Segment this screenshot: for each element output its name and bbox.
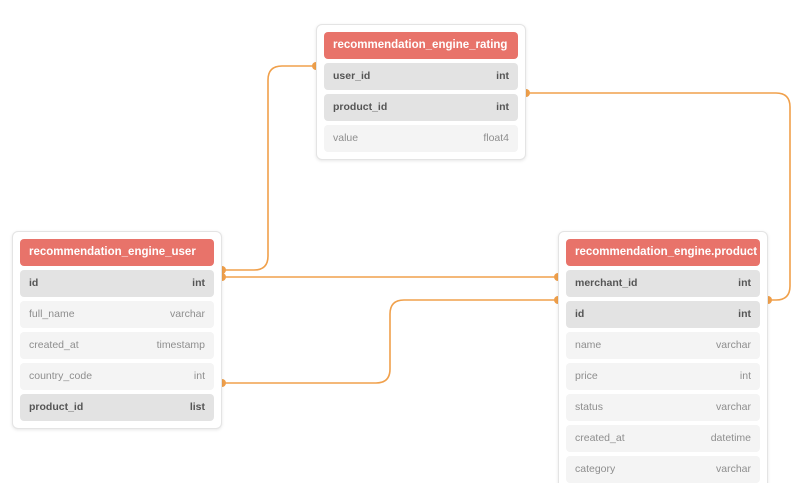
relationship-edge-user-id-to-rating-user-id — [221, 65, 317, 271]
column-type: int — [738, 308, 751, 320]
column-row[interactable]: merchant_id int — [566, 270, 760, 297]
column-name: value — [333, 132, 359, 144]
column-row[interactable]: product_id list — [20, 394, 214, 421]
column-type: timestamp — [156, 339, 205, 351]
column-row[interactable]: created_at timestamp — [20, 332, 214, 359]
column-row[interactable]: user_id int — [324, 63, 518, 90]
column-type: int — [496, 70, 509, 82]
column-type: int — [193, 370, 205, 382]
column-row[interactable]: status varchar — [566, 394, 760, 421]
column-type: varchar — [715, 401, 751, 413]
column-row[interactable]: created_at datetime — [566, 425, 760, 452]
column-name: created_at — [29, 339, 79, 351]
table-node-product[interactable]: recommendation_engine.product merchant_id… — [558, 231, 768, 483]
column-type: int — [739, 370, 751, 382]
column-row[interactable]: value float4 — [324, 125, 518, 152]
column-name: status — [575, 401, 604, 413]
column-row[interactable]: full_name varchar — [20, 301, 214, 328]
column-type: int — [192, 277, 205, 289]
column-name: product_id — [29, 401, 84, 413]
column-name: country_code — [29, 370, 93, 382]
column-row[interactable]: id int — [566, 301, 760, 328]
column-type: int — [738, 277, 751, 289]
column-row[interactable]: price int — [566, 363, 760, 390]
column-name: merchant_id — [575, 277, 638, 289]
column-row[interactable]: category varchar — [566, 456, 760, 483]
column-name: id — [29, 277, 39, 289]
table-title-user: recommendation_engine_user — [20, 239, 214, 266]
column-row[interactable]: country_code int — [20, 363, 214, 390]
column-name: category — [575, 463, 616, 475]
column-name: name — [575, 339, 602, 351]
column-row[interactable]: id int — [20, 270, 214, 297]
column-type: varchar — [715, 463, 751, 475]
column-name: user_id — [333, 70, 371, 82]
column-row[interactable]: product_id int — [324, 94, 518, 121]
column-type: varchar — [169, 308, 205, 320]
column-row[interactable]: name varchar — [566, 332, 760, 359]
column-type: varchar — [715, 339, 751, 351]
column-name: created_at — [575, 432, 625, 444]
table-title-product: recommendation_engine.product — [566, 239, 760, 266]
column-name: id — [575, 308, 585, 320]
table-title-rating: recommendation_engine_rating — [324, 32, 518, 59]
column-type: int — [496, 101, 509, 113]
column-name: price — [575, 370, 598, 382]
relationship-edge-user-product-id-to-product-id — [221, 299, 559, 384]
column-type: float4 — [483, 132, 509, 144]
column-name: full_name — [29, 308, 75, 320]
column-type: list — [189, 401, 205, 413]
column-name: product_id — [333, 101, 388, 113]
column-type: datetime — [710, 432, 751, 444]
